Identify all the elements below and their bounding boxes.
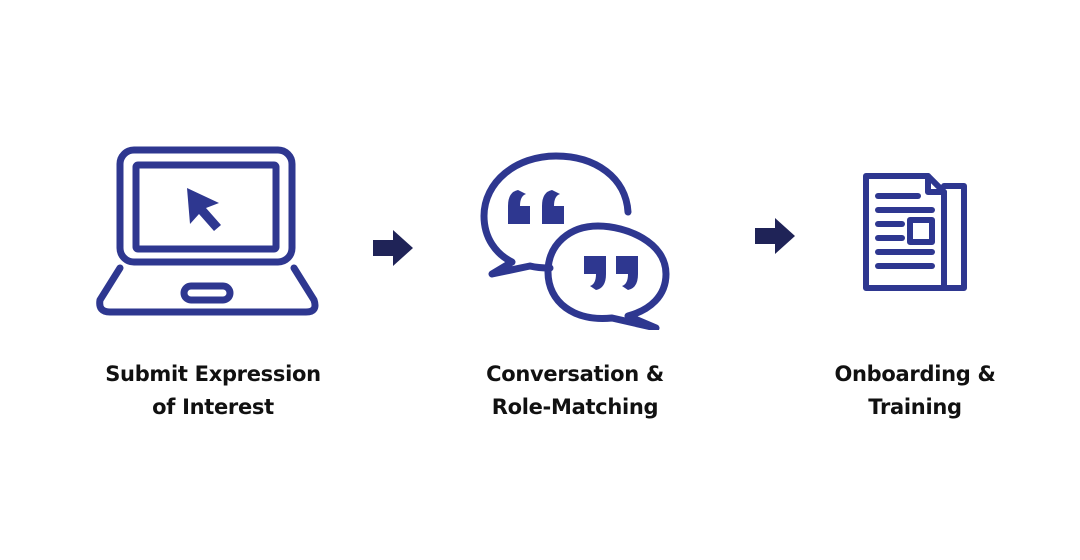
laptop-cursor-icon: [96, 146, 319, 316]
document-newspaper-icon: [863, 173, 967, 291]
step-1-label: Submit Expression of Interest: [78, 358, 348, 424]
arrow-right-icon: [755, 218, 795, 254]
step-2-label-line-2: Role-Matching: [491, 395, 659, 419]
step-2-label-line-1: Conversation &: [486, 362, 664, 386]
step-1-label-line-2: of Interest: [152, 395, 274, 419]
step-1-label-line-1: Submit Expression: [105, 362, 321, 386]
step-3-label-line-1: Onboarding &: [834, 362, 996, 386]
step-3-label-line-2: Training: [868, 395, 962, 419]
arrow-right-icon: [373, 230, 413, 266]
speech-bubbles-quotes-icon: [480, 152, 670, 330]
step-2-label: Conversation & Role-Matching: [440, 358, 710, 424]
step-3-label: Onboarding & Training: [780, 358, 1050, 424]
